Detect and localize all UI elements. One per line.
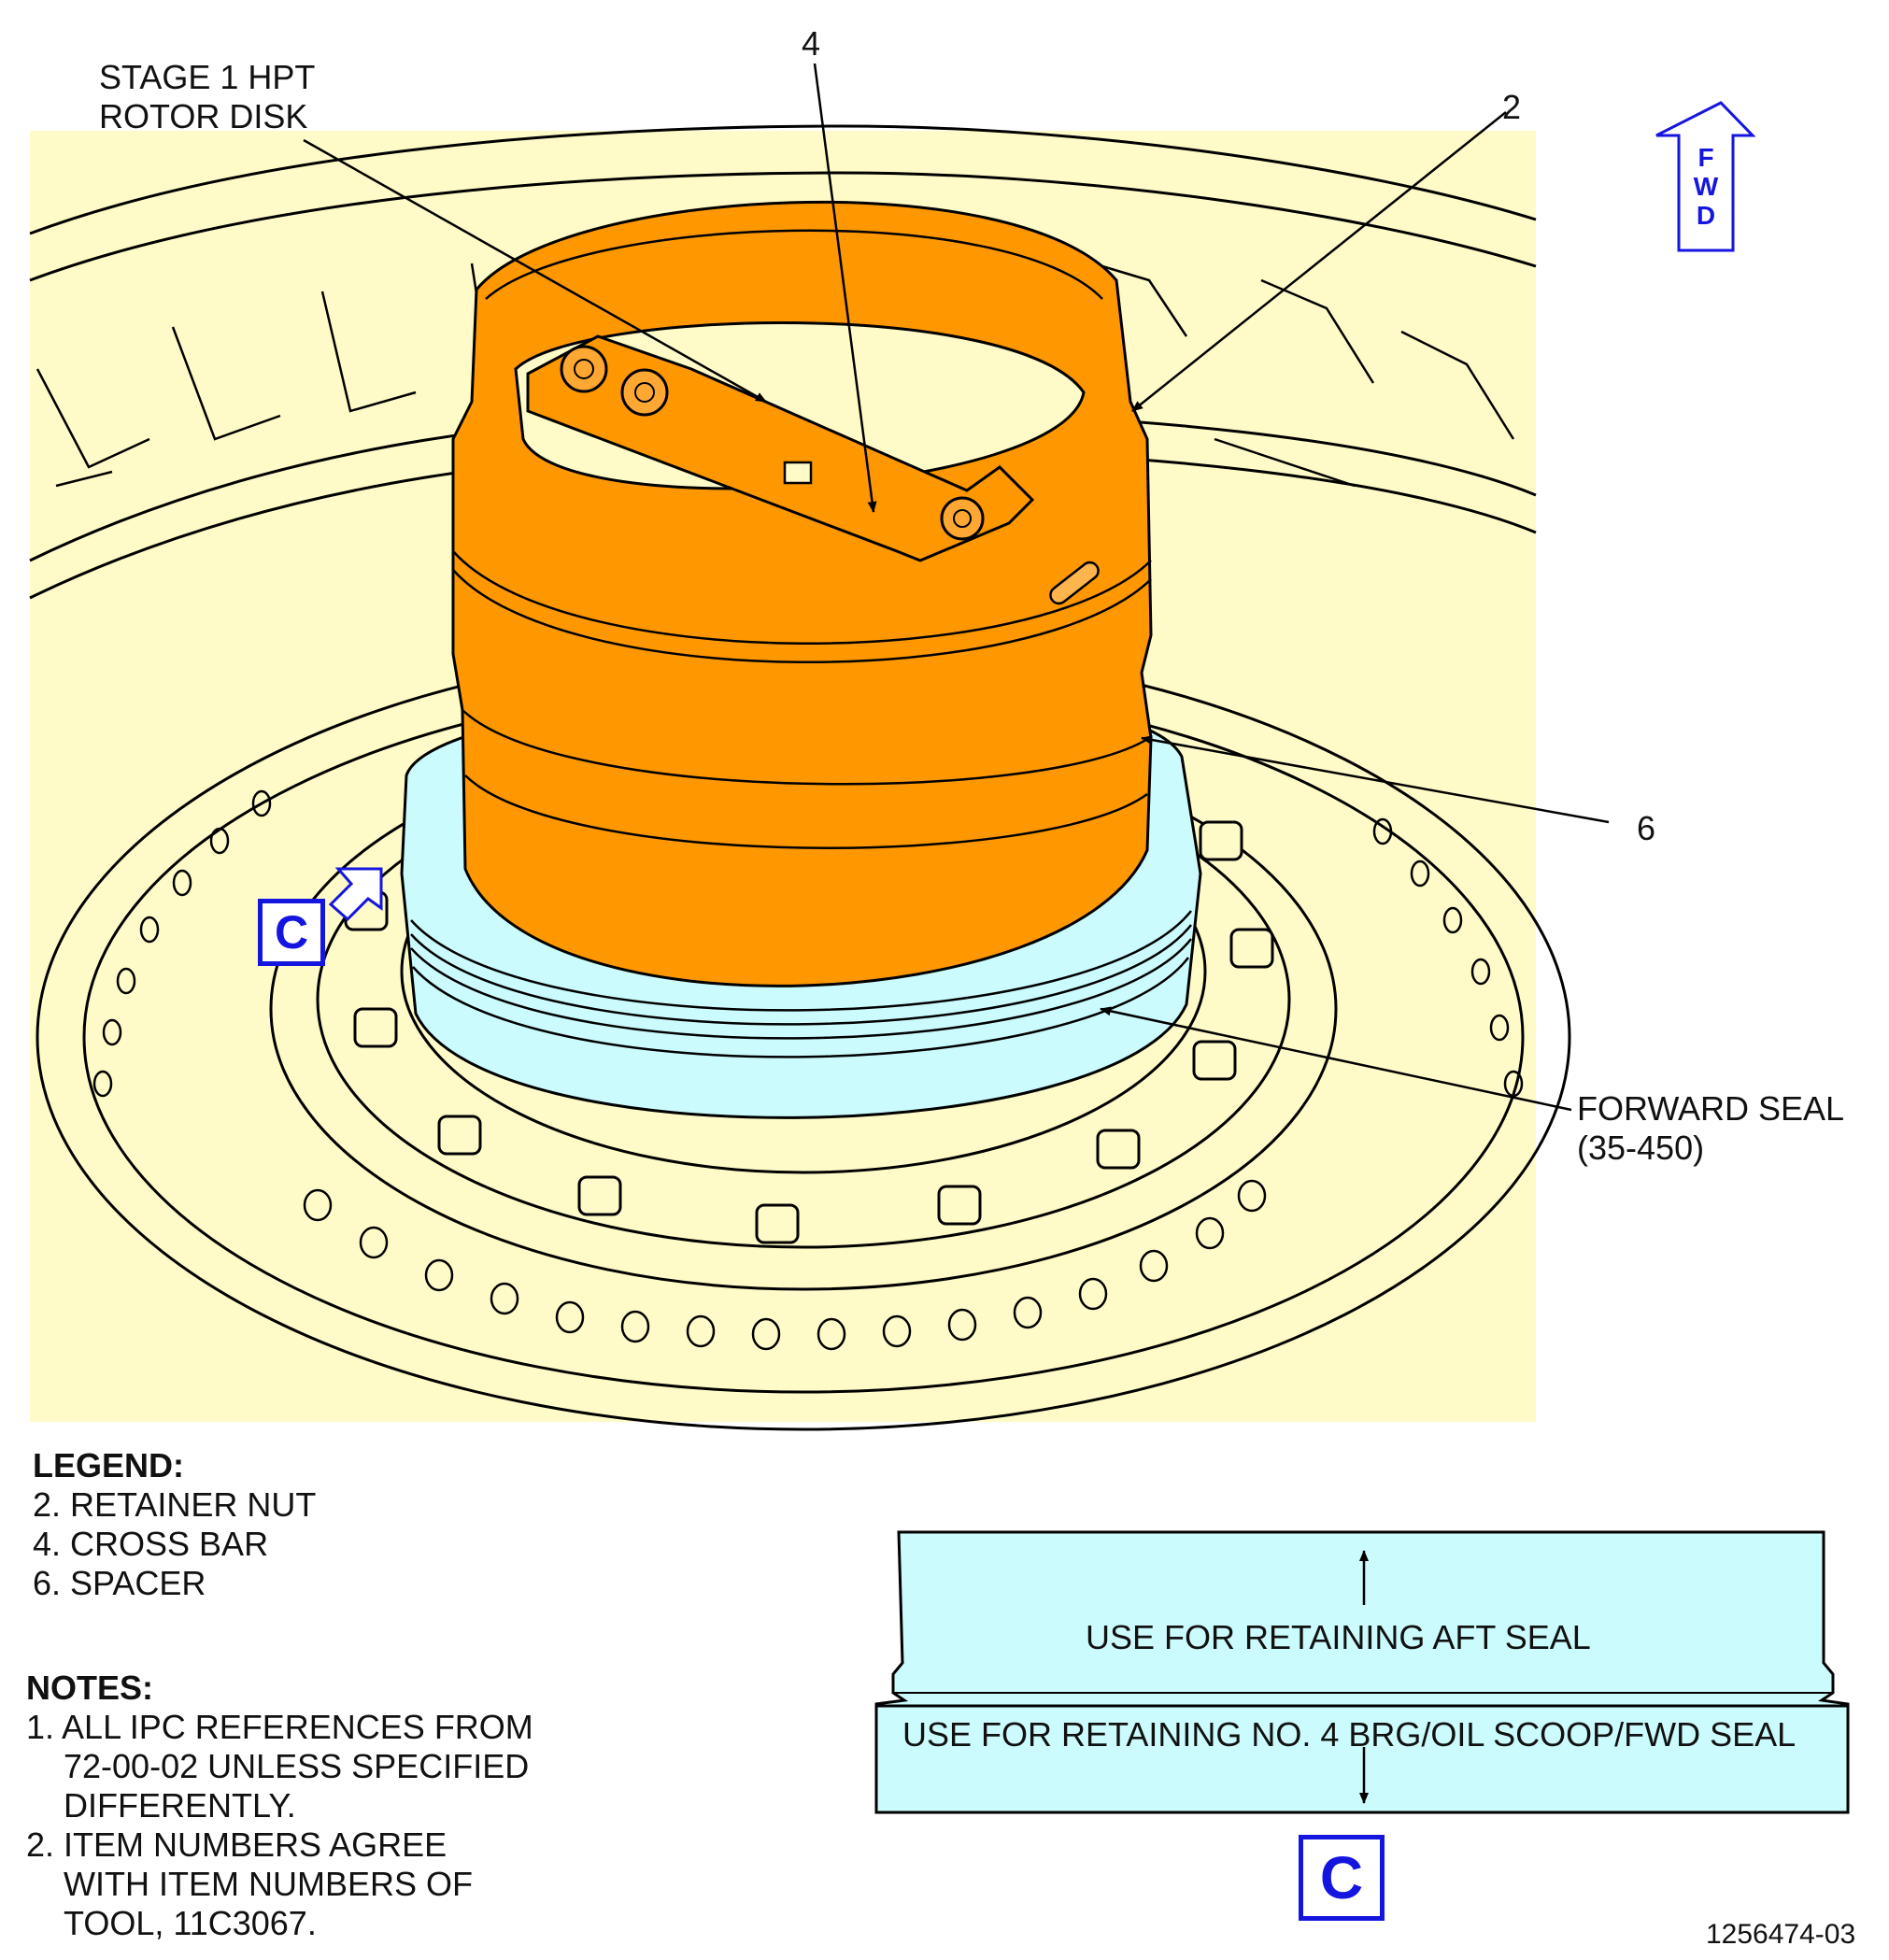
note-line: TOOL, 11C3067. bbox=[64, 1904, 317, 1942]
legend-item: 4. CROSS BAR bbox=[33, 1525, 269, 1563]
item-4-callout: 4 bbox=[802, 24, 821, 63]
legend-title: LEGEND: bbox=[33, 1446, 184, 1484]
rotor-disk-label-line2: ROTOR DISK bbox=[99, 97, 308, 135]
bolt-holes bbox=[92, 789, 1524, 1351]
forward-seal-label-line2: (35-450) bbox=[1577, 1129, 1705, 1167]
notes-title: NOTES: bbox=[26, 1669, 154, 1707]
note-line: 2. ITEM NUMBERS AGREE bbox=[26, 1825, 447, 1864]
view-c-arrow-icon bbox=[328, 867, 383, 922]
note-line: 1. ALL IPC REFERENCES FROM bbox=[26, 1708, 533, 1746]
note-line: WITH ITEM NUMBERS OF bbox=[64, 1865, 473, 1903]
leader-lines bbox=[303, 63, 1610, 1112]
figure-number: 1256474-03 bbox=[1706, 1919, 1856, 1950]
main-illustration bbox=[29, 63, 1610, 1431]
spacer-cylinder bbox=[451, 200, 1153, 987]
fwd-letter-f: F bbox=[1697, 143, 1714, 172]
cross-bar bbox=[526, 334, 1035, 562]
fwd-seal-usage-label: USE FOR RETAINING NO. 4 BRG/OIL SCOOP/FW… bbox=[902, 1715, 1797, 1754]
rotor-disk-label-line1: STAGE 1 HPT bbox=[99, 58, 316, 96]
item-6-callout: 6 bbox=[1637, 809, 1656, 847]
view-c-marker: C bbox=[258, 899, 325, 966]
fwd-arrow-icon bbox=[1655, 101, 1756, 252]
fwd-letter-d: D bbox=[1696, 201, 1716, 230]
legend-item: 6. SPACER bbox=[33, 1564, 206, 1602]
note-line: 72-00-02 UNLESS SPECIFIED bbox=[64, 1747, 530, 1785]
item-2-callout: 2 bbox=[1502, 88, 1522, 126]
forward-seal-label-line1: FORWARD SEAL bbox=[1577, 1089, 1845, 1128]
note-line: DIFFERENTLY. bbox=[64, 1786, 296, 1825]
aft-seal-usage-label: USE FOR RETAINING AFT SEAL bbox=[1086, 1618, 1591, 1656]
detail-view-c bbox=[874, 1530, 1850, 1814]
detail-view-c-label: C bbox=[1299, 1835, 1385, 1921]
fwd-letter-w: W bbox=[1693, 172, 1719, 201]
legend-item: 2. RETAINER NUT bbox=[33, 1485, 317, 1524]
